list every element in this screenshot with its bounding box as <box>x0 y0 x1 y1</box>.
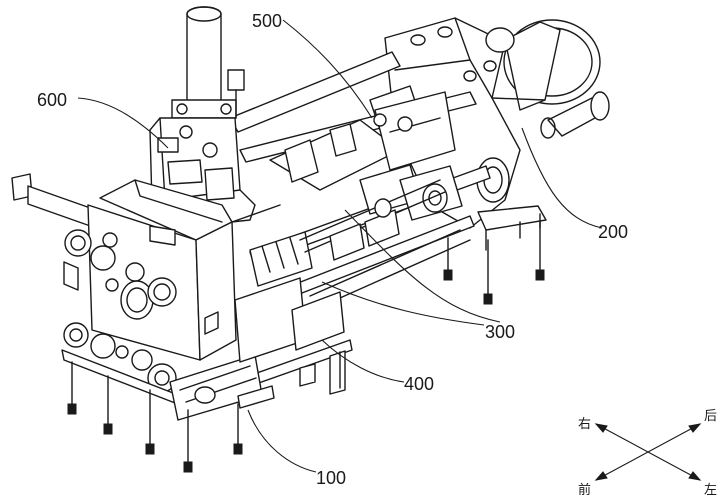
label-300: 300 <box>485 322 515 342</box>
label-600: 600 <box>37 90 67 110</box>
arrow-left-icon <box>688 471 702 481</box>
label-100: 100 <box>316 468 346 488</box>
arrow-right-icon <box>594 423 608 433</box>
direction-indicator: 右 后 前 左 <box>578 409 717 498</box>
middle-mechanism <box>249 85 463 287</box>
arrow-rear-icon <box>688 423 702 433</box>
direction-front-label: 前 <box>578 482 591 498</box>
direction-right-label: 右 <box>578 417 591 432</box>
vertical-cylinder-assembly <box>149 6 256 229</box>
support-legs <box>67 221 545 473</box>
base-frame <box>61 277 353 421</box>
front-platen-body <box>11 173 281 393</box>
direction-rear-label: 后 <box>704 409 717 424</box>
leader-lines <box>77 19 603 473</box>
label-400: 400 <box>404 374 434 394</box>
direction-left-label: 左 <box>704 483 717 498</box>
arrow-front-icon <box>594 471 608 481</box>
label-500: 500 <box>252 11 282 31</box>
label-200: 200 <box>598 222 628 242</box>
